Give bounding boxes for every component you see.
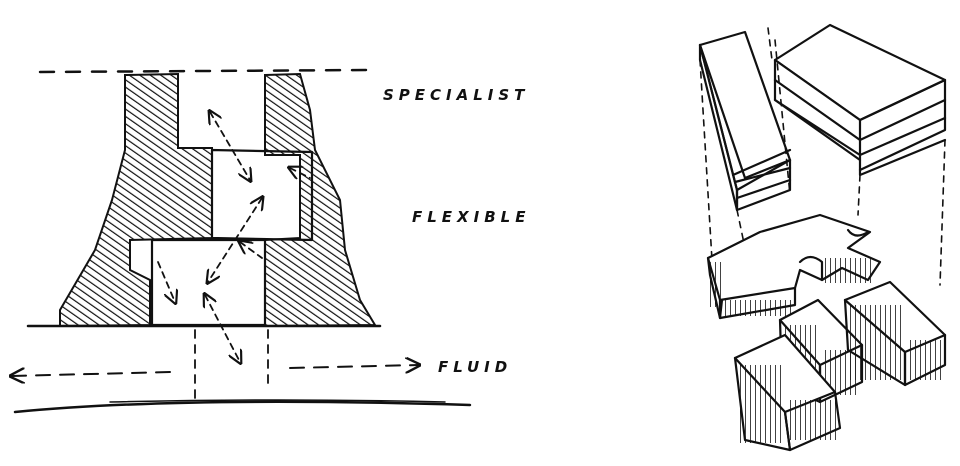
tall-narrow-block bbox=[698, 30, 792, 212]
label-fluid: FLUID bbox=[438, 358, 512, 376]
top-boundary-dashed bbox=[38, 68, 372, 74]
guide-dashes bbox=[699, 27, 946, 286]
small-block-b bbox=[843, 280, 947, 387]
street-line-1 bbox=[13, 400, 472, 414]
layered-block bbox=[773, 23, 947, 177]
street-line-2 bbox=[109, 399, 446, 403]
fluid-arrow-left bbox=[12, 372, 171, 376]
platform-slab bbox=[706, 213, 882, 320]
flexible-block-upper bbox=[210, 148, 314, 242]
left-hatched-mass bbox=[59, 72, 213, 328]
fluid-arrow-right bbox=[289, 365, 418, 368]
label-specialist: SPECIALIST bbox=[383, 86, 529, 104]
right-hatched-mass bbox=[264, 72, 377, 328]
zoning-diagram: SPECIALIST FLEXIBLE FLUID bbox=[12, 68, 530, 414]
movement-arrows bbox=[157, 112, 311, 362]
small-block-c bbox=[733, 333, 842, 452]
axonometric-diagram bbox=[698, 23, 947, 452]
label-flexible: FLEXIBLE bbox=[412, 208, 530, 226]
